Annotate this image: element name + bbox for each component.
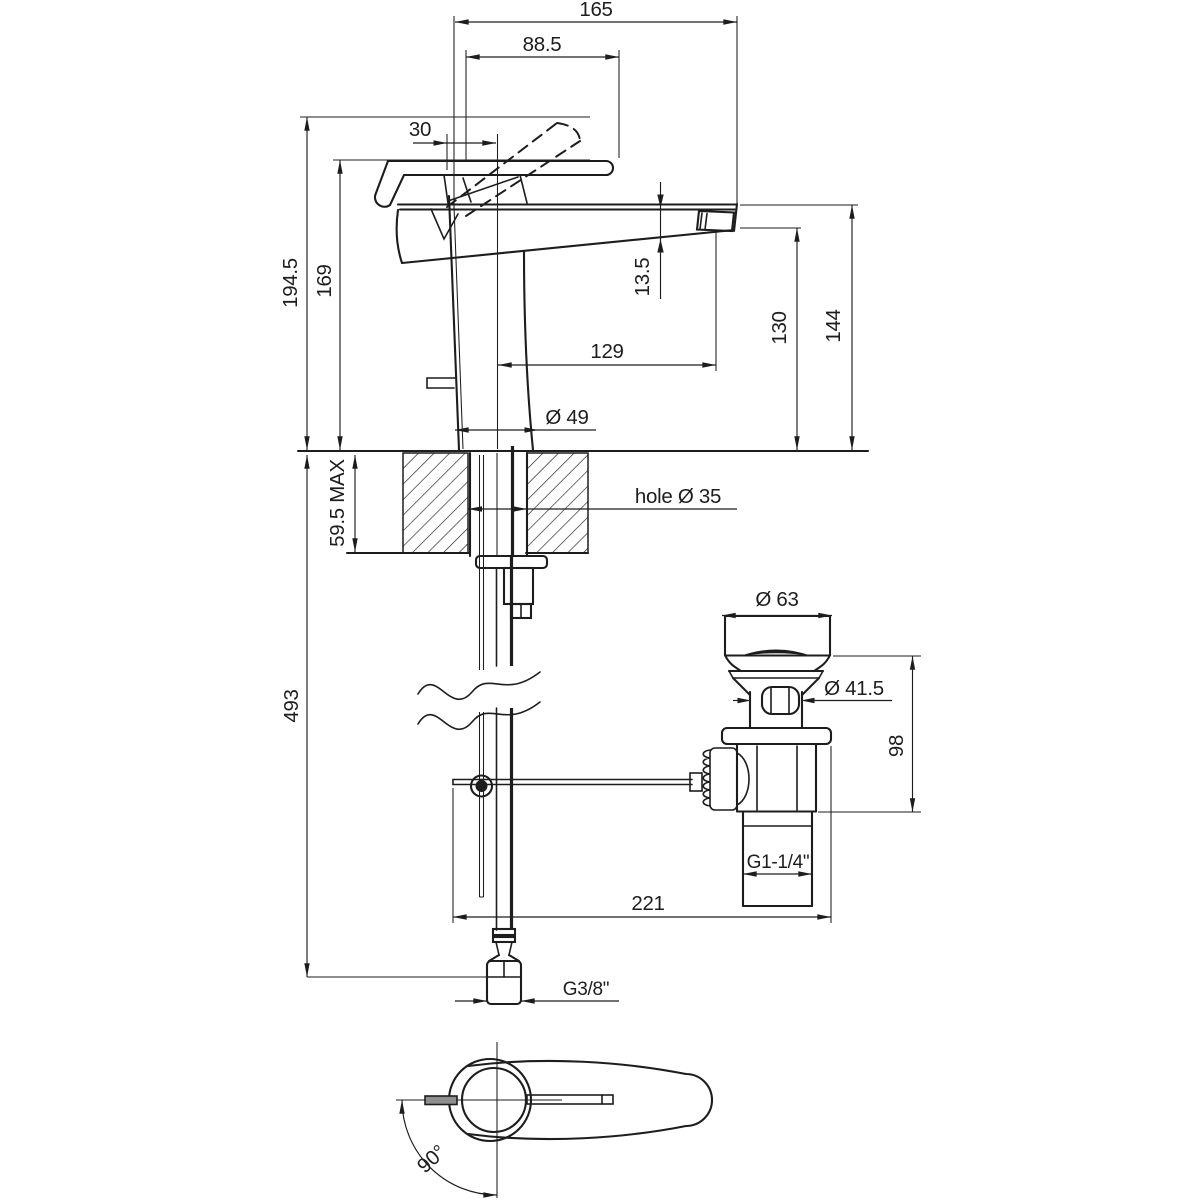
dim-30-label: 30 <box>409 118 431 141</box>
dim-98-label: 98 <box>885 735 908 757</box>
faucet-body-column <box>447 194 535 452</box>
supply-thread-label: G3/8" <box>563 979 609 1000</box>
supply-hose-fitting <box>485 927 523 1006</box>
dim-49-label: Ø 49 <box>545 406 588 429</box>
dimension-annotations: 165 88.5 30 194.5 169 13.5 129 130 <box>279 0 921 1198</box>
dim-130-label: 130 <box>768 311 791 344</box>
lever-top-view-outline <box>466 1059 714 1141</box>
dim-90-deg-label: 90° <box>413 1141 451 1178</box>
dim-493-label: 493 <box>280 689 303 722</box>
body-side-tab <box>426 377 456 389</box>
dim-221-label: 221 <box>631 892 664 915</box>
drain-tailpiece <box>741 811 814 908</box>
dim-13-5-label: 13.5 <box>631 258 654 297</box>
handle-open-position-dashed <box>446 122 581 217</box>
deck-hatch-left <box>402 452 469 554</box>
drain-pivot-capsule <box>760 685 801 716</box>
dim-41-5-label: Ø 41.5 <box>824 677 884 700</box>
drain-thread-label: G1-1/4" <box>747 852 810 873</box>
dim-59-5-max-label: 59.5 MAX <box>326 459 349 547</box>
dim-63-label: Ø 63 <box>755 588 798 611</box>
drain-plug-dome <box>740 649 812 656</box>
dim-169-label: 169 <box>313 264 336 297</box>
deck-hatch-right <box>526 452 589 554</box>
spout-underside <box>400 228 736 265</box>
pipe-break-symbol <box>417 671 541 730</box>
dim-88-5-label: 88.5 <box>523 33 562 56</box>
dim-129-label: 129 <box>590 340 623 363</box>
drain-locknut-flange <box>720 726 833 746</box>
dim-165-label: 165 <box>579 0 612 21</box>
supply-and-rod <box>417 557 703 1006</box>
handle-pivot-block <box>430 174 528 241</box>
deck-hole-label: hole Ø 35 <box>635 485 721 508</box>
deck-section <box>296 446 870 620</box>
shank <box>468 446 529 566</box>
drain-knurled-knob <box>702 747 750 811</box>
faucet-side-view <box>373 122 739 452</box>
aerator <box>695 202 739 233</box>
handle-pin <box>424 1095 458 1106</box>
lever-center-slot <box>526 1094 614 1105</box>
handle-top-view <box>396 1042 714 1198</box>
dim-194-5-label: 194.5 <box>279 258 302 308</box>
popup-linkage <box>452 772 703 798</box>
lever-handle-outline <box>373 159 615 208</box>
mounting-hardware <box>474 554 549 620</box>
dim-144-label: 144 <box>822 309 845 342</box>
drain-assembly <box>702 614 833 908</box>
